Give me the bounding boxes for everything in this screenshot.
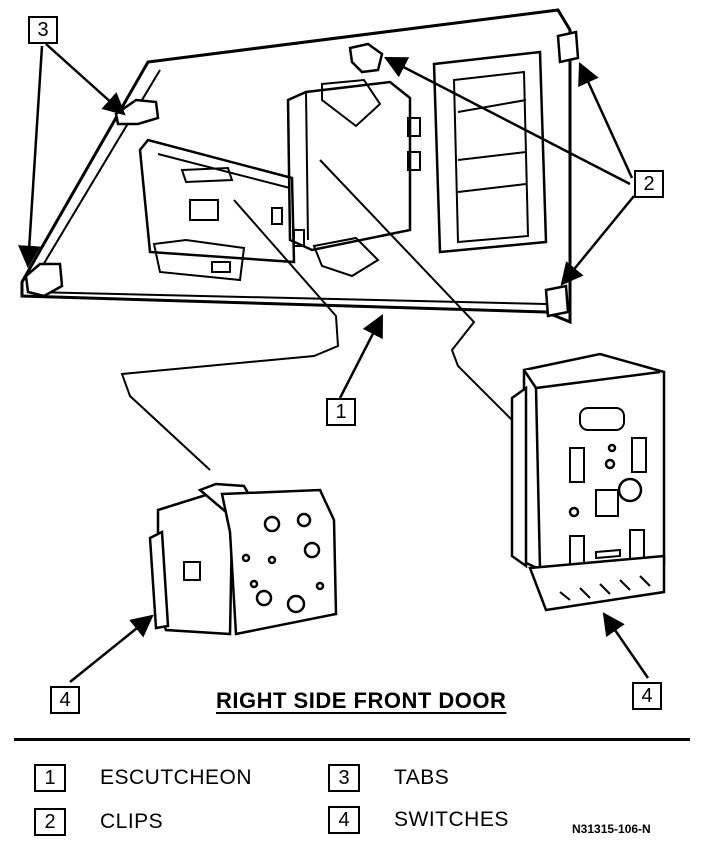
legend-number: 4 — [328, 806, 360, 834]
callout-switch-right: 4 — [632, 682, 662, 710]
callout-arrows — [18, 43, 650, 683]
legend-label: ESCUTCHEON — [100, 766, 253, 789]
figure-caption: RIGHT SIDE FRONT DOOR — [216, 688, 507, 713]
legend-number: 1 — [34, 764, 66, 792]
legend-divider — [14, 738, 690, 741]
legend-number: 3 — [328, 764, 360, 792]
left-switch — [148, 482, 338, 636]
exploded-view-drawing — [18, 8, 666, 683]
connector-leader-lines — [120, 159, 521, 471]
legend-label: CLIPS — [100, 810, 164, 833]
right-switch — [510, 352, 666, 612]
callout-tabs: 3 — [28, 16, 58, 44]
figure-code: N31315-106-N — [572, 822, 651, 836]
callout-switch-left: 4 — [50, 686, 80, 714]
clip-shapes — [348, 30, 580, 318]
callout-escutcheon: 1 — [326, 398, 356, 426]
legend-label: SWITCHES — [394, 808, 509, 831]
legend-number: 2 — [34, 808, 66, 836]
callout-clips: 2 — [634, 170, 664, 198]
escutcheon-panel — [20, 8, 572, 325]
legend-label: TABS — [394, 766, 450, 789]
